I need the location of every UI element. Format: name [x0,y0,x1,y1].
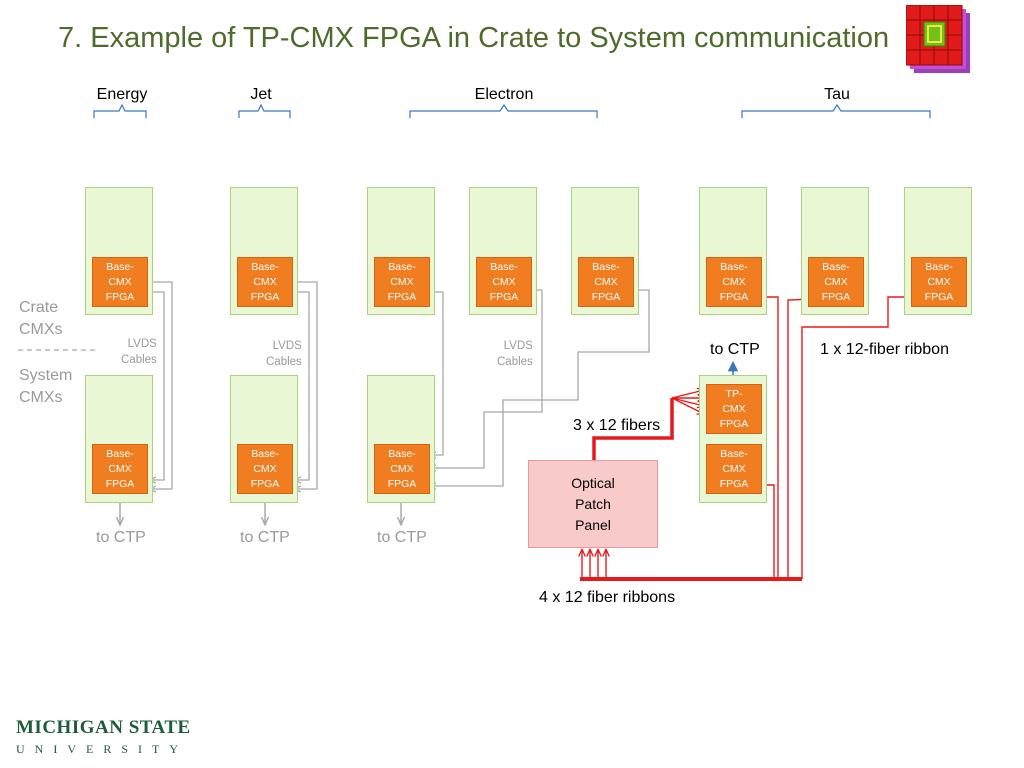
three-by-twelve-fibers-label: 3 x 12 fibers [573,417,661,434]
optical-patch-panel: Optical Patch Panel [528,460,658,548]
to-ctp-label: to CTP [240,529,290,546]
one-fiber-ribbon-label: 1 x 12-fiber ribbon [820,341,949,358]
system-cmxs-label: System CMXs [19,367,73,406]
group-label-electron: Electron [474,86,534,103]
to-ctp-label: to CTP [96,529,146,546]
group-braces [93,103,931,118]
lvds-cables [148,281,650,489]
tp-to-ctp-label: to CTP [710,341,760,358]
group-label-jet: Jet [250,86,272,103]
to-ctp-label: to CTP [377,529,427,546]
msu-logo: MICHIGAN STATE UNIVERSITY [16,717,191,756]
four-fiber-ribbons-label: 4 x 12 fiber ribbons [539,589,676,606]
fpga-grid-icon [906,5,970,73]
to-ctp-arrows [120,503,401,524]
group-label-tau: Tau [824,86,850,103]
slide-title: 7. Example of TP-CMX FPGA in Crate to Sy… [58,22,890,54]
group-label-energy: Energy [96,86,148,103]
crate-cmxs-label: Crate CMXs [19,299,63,338]
